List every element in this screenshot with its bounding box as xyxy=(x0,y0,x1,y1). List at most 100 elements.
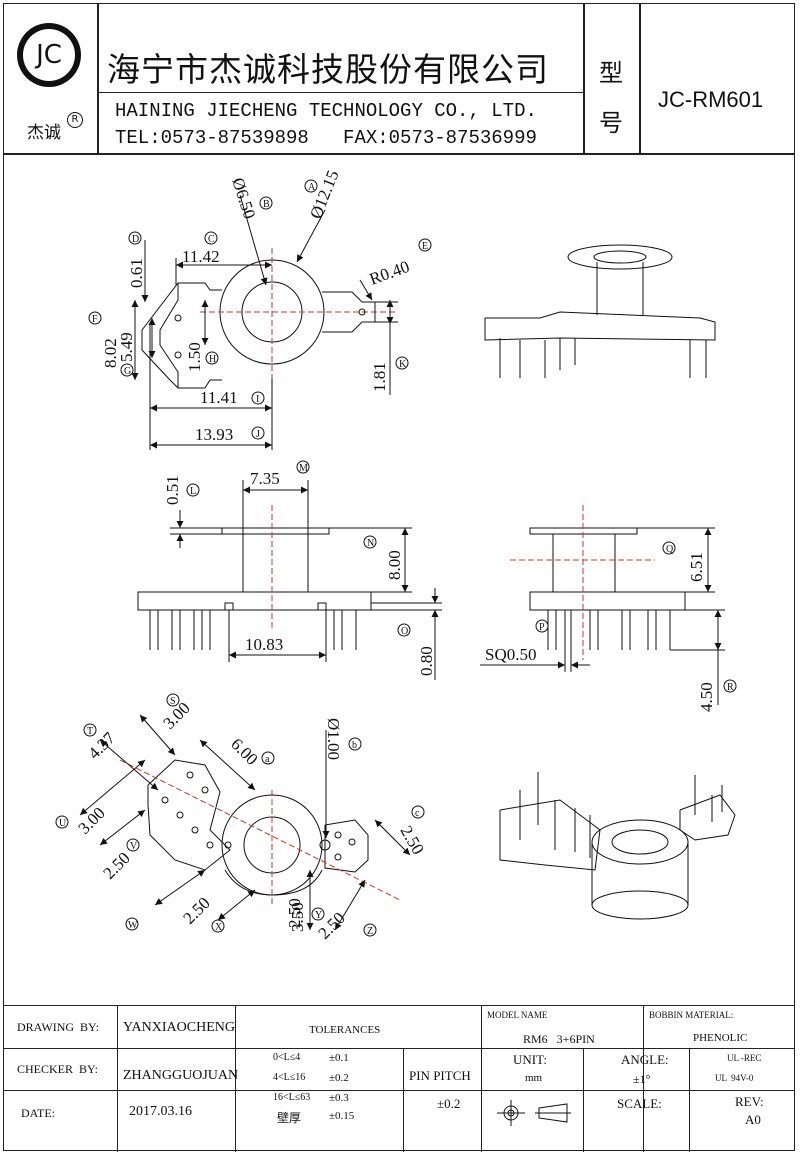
ref-circle-E: E xyxy=(418,238,432,252)
dim-I: 11.41 xyxy=(200,388,238,407)
svg-text:N: N xyxy=(367,538,374,549)
ref-circle-A: A xyxy=(304,179,318,193)
svg-text:P: P xyxy=(539,622,545,633)
dim-a: 6.00 xyxy=(227,734,261,768)
logo-text: JC xyxy=(36,40,62,70)
svg-text:I: I xyxy=(256,394,259,405)
svg-text:Z: Z xyxy=(367,926,373,937)
drawing-by-value: YANXIAOCHENG xyxy=(123,1020,235,1035)
angle-label: ANGLE: xyxy=(621,1052,669,1067)
ref-circle-Z: Z xyxy=(363,923,377,937)
ref-circle-V: V xyxy=(126,838,140,852)
ref-circle-B: B xyxy=(259,196,273,210)
ref-circle-a: a xyxy=(261,751,275,765)
tol-value-1: ±0.1 xyxy=(329,1052,349,1064)
dim-c: 2.50 xyxy=(397,823,428,858)
dim-G: 8.02 xyxy=(101,338,120,368)
svg-text:a: a xyxy=(265,754,270,765)
svg-text:L: L xyxy=(190,486,196,497)
svg-text:D: D xyxy=(132,234,139,245)
dim-M: 7.35 xyxy=(250,469,280,488)
drawing-by-label: DRAWING BY: xyxy=(17,1020,99,1034)
tol-range-4: 壁厚 xyxy=(277,1111,302,1125)
svg-text:W: W xyxy=(128,920,138,931)
svg-text:H: H xyxy=(209,354,216,365)
ref-circle-R: R xyxy=(723,679,737,693)
dim-F: 5.49 xyxy=(117,332,136,362)
dim-O: 0.80 xyxy=(417,646,436,676)
svg-text:C: C xyxy=(208,234,215,245)
dim-Q: 6.51 xyxy=(687,552,706,582)
title-block: DRAWING BY: YANXIAOCHENG CHECKER BY: ZHA… xyxy=(3,1005,795,1152)
ref-circle-W: W xyxy=(125,917,139,931)
ref-circle-L: L xyxy=(186,483,200,497)
checker-by-value: ZHANGGUOJUAN xyxy=(123,1068,239,1083)
ref-circle-F: F xyxy=(88,311,102,325)
dim-D: 0.61 xyxy=(127,258,146,288)
dim-H: 1.50 xyxy=(185,342,204,372)
ref-circle-C: C xyxy=(204,231,218,245)
model-name-value: RM6 3+6PIN xyxy=(523,1032,595,1046)
pin-pitch-value: ±0.2 xyxy=(437,1096,461,1111)
drawing-frame xyxy=(3,3,795,1151)
dim-R: 4.50 xyxy=(697,682,716,712)
dim-E: R0.40 xyxy=(367,257,412,289)
svg-text:b: b xyxy=(352,740,357,751)
svg-text:G: G xyxy=(124,366,131,377)
registered-mark: R xyxy=(67,112,83,128)
svg-text:X: X xyxy=(215,922,223,933)
drawing-area: Ø12.15 Ø6.50 11.42 0.61 R0.40 5.49 8.02 … xyxy=(55,168,737,943)
top-view xyxy=(131,194,398,450)
company-contact: TEL:0573-87539898 FAX:0573-87536999 xyxy=(115,127,537,149)
iso-view-bottom xyxy=(499,772,736,920)
svg-text:U: U xyxy=(59,818,67,829)
dim-K: 1.81 xyxy=(370,362,389,392)
tol-range-3: 16<L≤63 xyxy=(273,1092,311,1103)
ref-circle-P: P xyxy=(535,619,549,633)
projection-symbol-icon xyxy=(497,1100,571,1126)
ref-circle-U: U xyxy=(55,815,69,829)
logo-subtext: 杰诚 xyxy=(27,123,61,143)
checker-by-label: CHECKER BY: xyxy=(17,1062,98,1076)
rev-label: REV: xyxy=(735,1094,764,1109)
dim-Y-visible: 3.50 xyxy=(288,902,307,932)
ref-circle-S: S xyxy=(166,693,180,707)
svg-text:A: A xyxy=(308,182,316,193)
dim-X: 2.50 xyxy=(285,898,304,928)
bobbin-material-label: BOBBIN MATERIAL: xyxy=(649,1010,734,1020)
dim-C: 11.42 xyxy=(182,247,220,266)
ref-circle-c: c xyxy=(411,805,425,819)
tol-value-2: ±0.2 xyxy=(329,1072,349,1084)
dim-L: 0.51 xyxy=(163,475,182,505)
unit-label: UNIT: xyxy=(513,1052,548,1067)
ref-circle-O: O xyxy=(397,623,411,637)
svg-text:R: R xyxy=(727,682,734,693)
svg-text:c: c xyxy=(415,808,420,819)
date-value: 2017.03.16 xyxy=(129,1104,192,1119)
bobbin-material-value: PHENOLIC xyxy=(693,1032,748,1044)
ul-rec: UL -REC xyxy=(727,1053,762,1063)
ref-circle-X: X xyxy=(211,919,225,933)
pin-pitch-label: PIN PITCH xyxy=(409,1068,471,1083)
dim-N: 8.00 xyxy=(385,550,404,580)
dim-A: Ø12.15 xyxy=(306,168,343,222)
ref-circle-b: b xyxy=(348,737,362,751)
front-view xyxy=(137,480,442,680)
svg-text:Y: Y xyxy=(315,910,322,921)
dim-W: 2.50 xyxy=(179,893,213,927)
dim-10-83: 10.83 xyxy=(245,635,283,654)
type-label-1: 型 xyxy=(599,59,623,87)
svg-text:Q: Q xyxy=(666,544,674,555)
ul-94v0: UL 94V-0 xyxy=(715,1073,754,1083)
model-name-label: MODEL NAME xyxy=(487,1010,548,1020)
ref-circle-N: N xyxy=(363,535,377,549)
company-name-en: HAINING JIECHENG TECHNOLOGY CO., LTD. xyxy=(115,100,537,122)
dim-SQ: SQ0.50 xyxy=(485,645,536,664)
svg-text:S: S xyxy=(170,696,176,707)
svg-text:O: O xyxy=(401,626,408,637)
side-view xyxy=(480,505,725,705)
type-label-2: 号 xyxy=(599,109,623,137)
ref-circle-H: H xyxy=(205,351,219,365)
svg-text:M: M xyxy=(299,463,308,474)
tol-range-1: 0<L≤4 xyxy=(273,1052,301,1063)
